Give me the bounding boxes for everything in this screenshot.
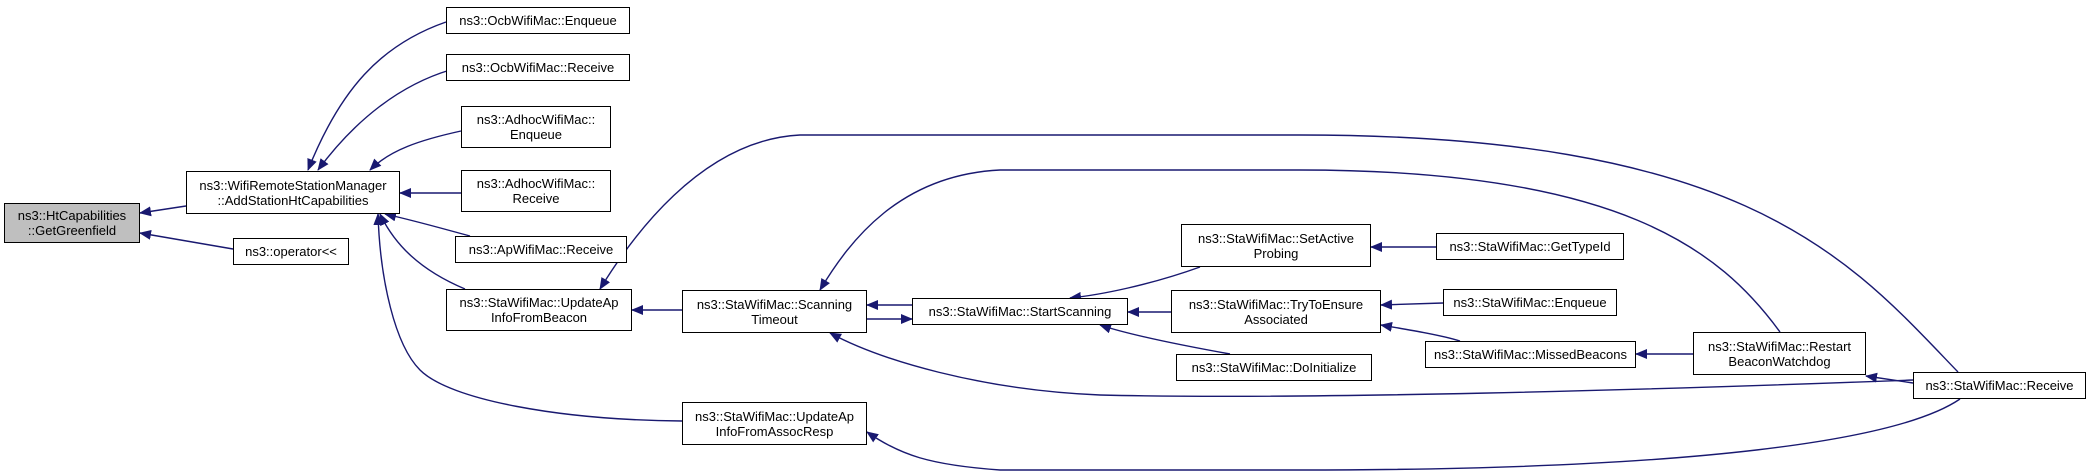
node-trytoensure-associated[interactable]: ns3::StaWifiMac::TryToEnsure Associated xyxy=(1171,290,1381,333)
edge-setactive-to-startscanning xyxy=(1069,266,1201,302)
edge-staenqueue-to-tryensure xyxy=(1380,299,1444,310)
edge-operator-to-root xyxy=(139,229,234,250)
node-label: ns3::StaWifiMac::TryToEnsure xyxy=(1188,296,1364,312)
node-label: Timeout xyxy=(751,311,798,327)
node-label: InfoFromBeacon xyxy=(490,310,588,325)
node-label: ns3::ApWifiMac::Receive xyxy=(468,242,614,257)
node-addstationhtcapabilities[interactable]: ns3::WifiRemoteStationManager ::AddStati… xyxy=(186,171,400,214)
node-ap-receive[interactable]: ns3::ApWifiMac::Receive xyxy=(455,236,627,263)
node-ocb-enqueue[interactable]: ns3::OcbWifiMac::Enqueue xyxy=(446,7,630,34)
node-htcapabilities-getgreenfield: ns3::HtCapabilities ::GetGreenfield xyxy=(4,203,140,243)
node-label: InfoFromAssocResp xyxy=(715,423,834,439)
node-label: ns3::StaWifiMac::StartScanning xyxy=(928,304,1112,319)
node-label: ns3::StaWifiMac::Receive xyxy=(1925,378,2074,393)
node-label: ns3::StaWifiMac::Scanning xyxy=(696,296,853,312)
node-label: ::GetGreenfield xyxy=(27,223,117,238)
node-operator[interactable]: ns3::operator<< xyxy=(233,238,349,265)
edge-receive-to-updateassoc xyxy=(866,398,1961,471)
node-label: ns3::StaWifiMac::DoInitialize xyxy=(1191,360,1357,375)
node-start-scanning[interactable]: ns3::StaWifiMac::StartScanning xyxy=(912,298,1128,325)
node-label: Associated xyxy=(1244,311,1308,327)
edge-updateassoc-to-addstation xyxy=(373,213,683,422)
node-label: Enqueue xyxy=(509,127,563,142)
node-label: ns3::StaWifiMac::Restart xyxy=(1707,338,1852,354)
node-sta-enqueue[interactable]: ns3::StaWifiMac::Enqueue xyxy=(1443,289,1617,316)
node-label: ns3::StaWifiMac::UpdateAp xyxy=(459,295,619,310)
node-label: ns3::StaWifiMac::GetTypeId xyxy=(1449,239,1611,254)
node-label: Receive xyxy=(512,191,560,206)
node-setactive-probing[interactable]: ns3::StaWifiMac::SetActive Probing xyxy=(1181,224,1371,267)
node-label: ns3::WifiRemoteStationManager xyxy=(199,177,387,193)
node-missedbeacons[interactable]: ns3::StaWifiMac::MissedBeacons xyxy=(1425,341,1636,368)
node-label: ns3::StaWifiMac::SetActive xyxy=(1197,230,1355,246)
edge-ocbenqueue-to-addstation xyxy=(307,21,447,171)
node-label: ns3::HtCapabilities xyxy=(17,208,127,223)
node-label: ::AddStationHtCapabilities xyxy=(217,192,369,208)
node-updateap-infofromassocresp[interactable]: ns3::StaWifiMac::UpdateAp InfoFromAssocR… xyxy=(682,402,867,445)
node-label: ns3::OcbWifiMac::Enqueue xyxy=(459,13,617,28)
node-label: ns3::StaWifiMac::MissedBeacons xyxy=(1434,347,1627,362)
node-label: ns3::StaWifiMac::UpdateAp xyxy=(695,408,854,424)
node-ocb-receive[interactable]: ns3::OcbWifiMac::Receive xyxy=(446,54,630,81)
edge-receive-to-restart xyxy=(1865,372,1914,384)
node-label: ns3::AdhocWifiMac:: xyxy=(476,112,596,127)
node-doinitialize[interactable]: ns3::StaWifiMac::DoInitialize xyxy=(1176,354,1372,381)
edge-receive-to-updatebeacon xyxy=(599,134,1959,373)
node-sta-receive[interactable]: ns3::StaWifiMac::Receive xyxy=(1913,372,2086,399)
node-label: Probing xyxy=(1253,245,1299,261)
edge-apreceive-to-addstation xyxy=(384,211,471,237)
node-label: ns3::operator<< xyxy=(245,244,337,259)
edge-ocbreceive-to-addstation xyxy=(317,69,451,171)
edge-doinitialize-to-startscanning xyxy=(1099,323,1231,355)
node-label: ns3::AdhocWifiMac:: xyxy=(476,176,596,191)
node-adhoc-receive[interactable]: ns3::AdhocWifiMac:: Receive xyxy=(461,170,611,212)
node-updateap-infofrombeacon[interactable]: ns3::StaWifiMac::UpdateAp InfoFromBeacon xyxy=(446,289,632,331)
node-scanning-timeout[interactable]: ns3::StaWifiMac::Scanning Timeout xyxy=(682,290,867,333)
node-label: ns3::StaWifiMac::Enqueue xyxy=(1453,295,1607,310)
node-restart-beaconwatchdog[interactable]: ns3::StaWifiMac::Restart BeaconWatchdog xyxy=(1693,332,1866,375)
edge-missed-to-tryensure xyxy=(1380,321,1461,342)
node-gettypeid[interactable]: ns3::StaWifiMac::GetTypeId xyxy=(1436,233,1624,260)
edge-updatebeacon-to-addstation xyxy=(379,213,466,290)
edge-addstation-to-root xyxy=(139,205,187,217)
edge-restart-to-scanning xyxy=(819,169,1781,333)
node-label: BeaconWatchdog xyxy=(1728,353,1831,369)
node-label: ns3::OcbWifiMac::Receive xyxy=(461,60,615,75)
edge-adhocenqueue-to-addstation xyxy=(369,130,462,171)
edge-receive-to-scanning xyxy=(829,332,1914,398)
node-adhoc-enqueue[interactable]: ns3::AdhocWifiMac:: Enqueue xyxy=(461,106,611,148)
